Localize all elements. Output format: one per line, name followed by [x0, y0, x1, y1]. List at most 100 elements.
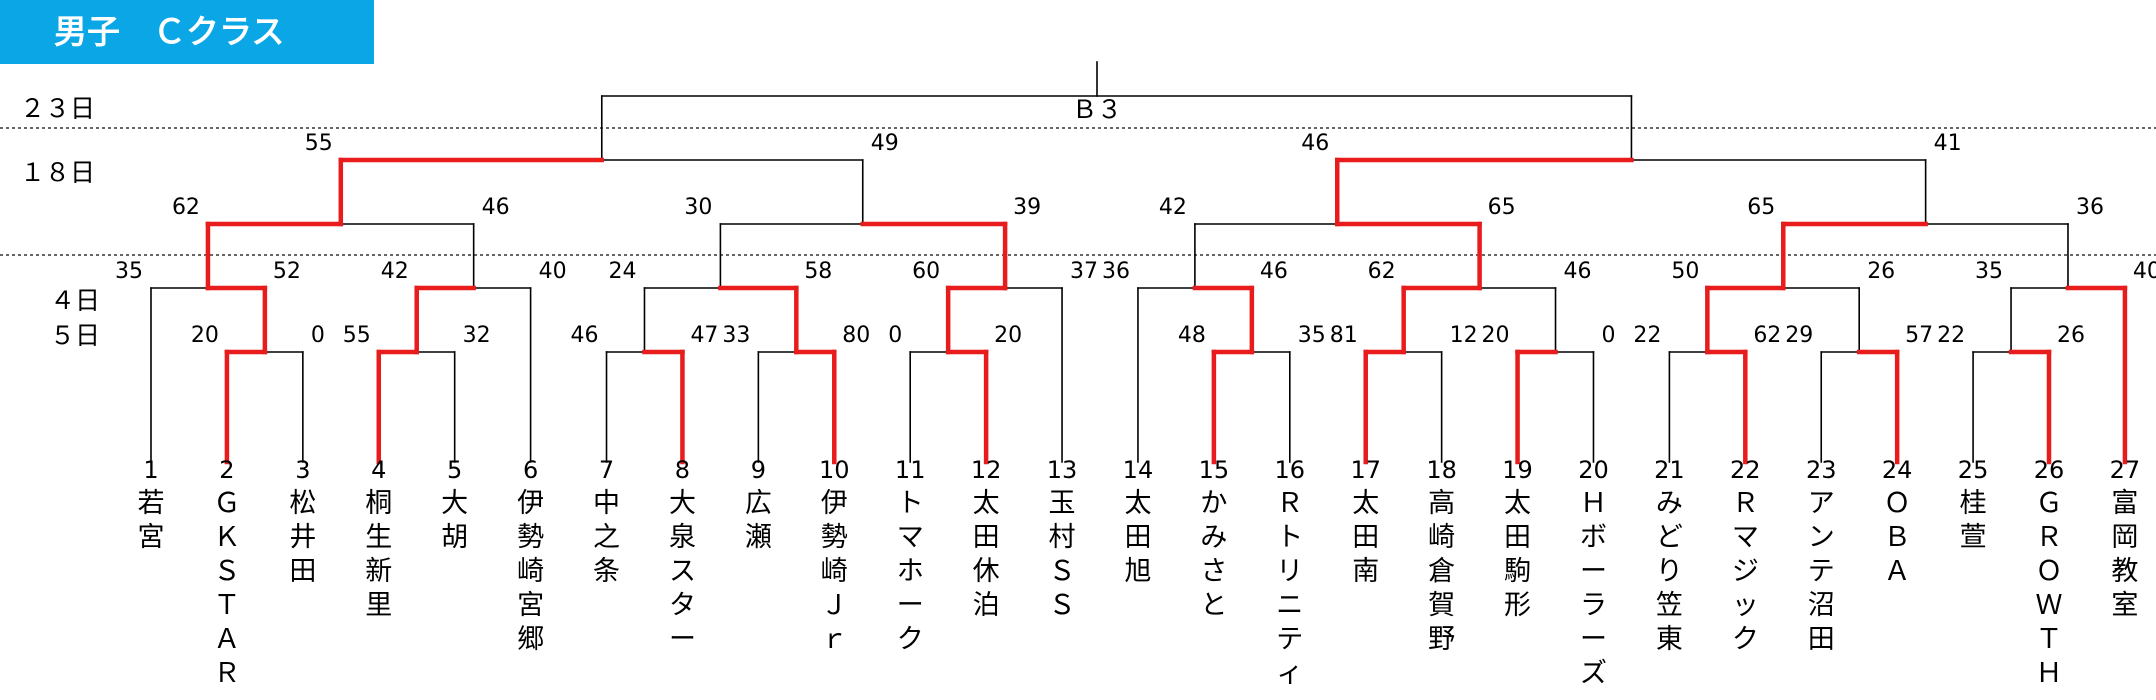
team-number: 21 — [1654, 456, 1685, 484]
score-left: 35 — [1975, 259, 2003, 284]
score-left: 24 — [608, 259, 636, 284]
score-right: 65 — [1488, 195, 1516, 220]
team-number: 6 — [523, 456, 538, 484]
team-name: 玉村ＳＳ — [1049, 488, 1076, 621]
team-name: ＧＲＯＷＴＨ — [2036, 488, 2063, 689]
team-name: 松井田 — [289, 488, 316, 587]
score-right: 80 — [842, 323, 870, 348]
team-name: 大泉スター — [669, 488, 696, 655]
score-left: 30 — [684, 195, 712, 220]
team-name: 太田南 — [1352, 488, 1379, 587]
score-left: 20 — [191, 323, 219, 348]
team-name: 高崎倉賀野 — [1428, 488, 1455, 655]
score-left: 55 — [305, 131, 333, 156]
score-left: 55 — [343, 323, 371, 348]
team-name: 桐生新里 — [365, 488, 392, 621]
score-right: 46 — [482, 195, 510, 220]
team-name: 大胡 — [441, 488, 468, 553]
score-right: 47 — [690, 323, 718, 348]
score-left: 50 — [1671, 259, 1699, 284]
team-number: 25 — [1958, 456, 1989, 484]
team-number: 8 — [675, 456, 690, 484]
score-left: 65 — [1747, 195, 1775, 220]
score-right: 35 — [1298, 323, 1326, 348]
score-left: 48 — [1178, 323, 1206, 348]
team-number: 4 — [371, 456, 386, 484]
team-name: 広瀬 — [745, 488, 772, 553]
score-left: 0 — [888, 323, 902, 348]
score-left: 46 — [1301, 131, 1329, 156]
score-left: 62 — [1368, 259, 1396, 284]
bracket-title: 男子 Ｃクラス — [54, 12, 284, 51]
team-number: 13 — [1047, 456, 1078, 484]
team-number: 24 — [1882, 456, 1913, 484]
team-number: 19 — [1502, 456, 1533, 484]
team-name: 伊勢崎Ｊｒ — [821, 488, 848, 655]
team-number: 3 — [295, 456, 310, 484]
team-name: 若宮 — [138, 488, 165, 553]
score-left: 29 — [1785, 323, 1813, 348]
team-name: 太田休泊 — [973, 488, 1000, 621]
score-left: 42 — [1159, 195, 1187, 220]
title-banner — [0, 0, 374, 64]
score-left: 33 — [722, 323, 750, 348]
team-number: 2 — [219, 456, 234, 484]
team-list: 1若宮2ＧＫＳＴＡＲ3松井田4桐生新里5大胡6伊勢崎宮郷7中之条8大泉スター9広… — [138, 456, 2141, 689]
date-label-4: ４日 — [50, 286, 100, 315]
team-number: 7 — [599, 456, 614, 484]
score-right: 26 — [1867, 259, 1895, 284]
team-name: ＯＢＡ — [1884, 488, 1911, 587]
team-number: 10 — [819, 456, 850, 484]
score-left: 20 — [1482, 323, 1510, 348]
score-left: 42 — [381, 259, 409, 284]
score-right: 41 — [1934, 131, 1962, 156]
team-name: 中之条 — [593, 488, 620, 587]
team-number: 5 — [447, 456, 462, 484]
team-number: 18 — [1426, 456, 1457, 484]
team-name: ＧＫＳＴＡＲ — [213, 488, 240, 689]
team-number: 12 — [971, 456, 1002, 484]
team-name: かみさと — [1200, 488, 1227, 621]
score-right: 40 — [2133, 259, 2156, 284]
score-right: 57 — [1905, 323, 1933, 348]
score-right: 32 — [463, 323, 491, 348]
score-right: 52 — [273, 259, 301, 284]
score-right: 40 — [539, 259, 567, 284]
team-number: 23 — [1806, 456, 1837, 484]
score-left: 60 — [912, 259, 940, 284]
team-number: 11 — [895, 456, 926, 484]
team-number: 22 — [1730, 456, 1761, 484]
score-right: 58 — [804, 259, 832, 284]
score-left: 81 — [1330, 323, 1358, 348]
score-right: 46 — [1564, 259, 1592, 284]
team-name: 伊勢崎宮郷 — [517, 488, 544, 655]
score-left: 62 — [172, 195, 200, 220]
team-number: 26 — [2034, 456, 2065, 484]
team-number: 14 — [1123, 456, 1154, 484]
team-name: Ｒトリニティ — [1276, 488, 1303, 689]
score-right: 36 — [2076, 195, 2104, 220]
team-name: 太田旭 — [1124, 488, 1151, 587]
score-right: 0 — [311, 323, 325, 348]
score-right: 26 — [2057, 323, 2085, 348]
score-right: 62 — [1753, 323, 1781, 348]
team-name: 太田駒形 — [1504, 488, 1531, 621]
team-number: 1 — [143, 456, 158, 484]
team-name: Ｒマジック — [1732, 488, 1759, 655]
score-right: 49 — [871, 131, 899, 156]
score-right: 39 — [1013, 195, 1041, 220]
score-right: 12 — [1450, 323, 1478, 348]
team-name: みどり笠東 — [1656, 488, 1683, 655]
score-left: 22 — [1633, 323, 1661, 348]
score-right: 37 — [1070, 259, 1098, 284]
bracket-lines — [150, 61, 2126, 463]
score-right: 0 — [1601, 323, 1615, 348]
team-number: 17 — [1350, 456, 1381, 484]
score-right: 46 — [1260, 259, 1288, 284]
team-name: Ｈボーラーズ — [1580, 488, 1607, 689]
score-left: 36 — [1102, 259, 1130, 284]
score-right: 20 — [994, 323, 1022, 348]
date-label-23: ２３日 — [20, 94, 95, 123]
